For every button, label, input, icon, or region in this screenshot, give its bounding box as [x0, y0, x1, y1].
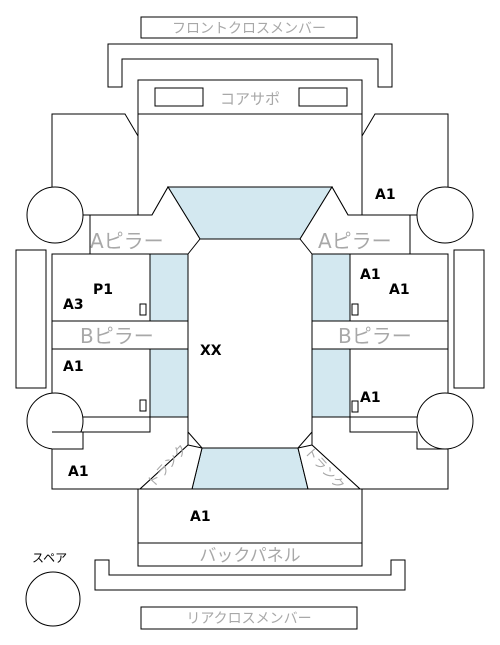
rear-cross-member-label: リアクロスメンバー — [186, 611, 311, 627]
code-rear-left-quarter: A1 — [68, 464, 89, 480]
core-support-label: コアサポ — [220, 90, 280, 108]
wheel-front-left — [26, 186, 84, 244]
trunk-lid — [137, 488, 363, 544]
code-front-left-a3: A3 — [63, 297, 84, 313]
rear-right-quarter — [311, 416, 449, 490]
front-cross-member-box — [140, 16, 358, 39]
front-right-door-handle — [351, 303, 359, 316]
spare-label: スペア — [32, 551, 67, 565]
code-front-right-door-b: A1 — [389, 282, 410, 298]
code-rear-right-door: A1 — [360, 390, 381, 406]
back-panel-label: バックパネル — [199, 546, 300, 566]
front-right-door — [349, 253, 449, 322]
b-pillar-right-label: Bピラー — [338, 324, 412, 348]
left-side-sill — [15, 249, 47, 389]
a-pillar-left-label: Aピラー — [90, 229, 164, 253]
code-front-right-door-a: A1 — [360, 267, 381, 283]
front-left-window — [149, 253, 189, 322]
wheel-rear-right — [416, 392, 474, 450]
front-cross-member-label: フロントクロスメンバー — [172, 21, 326, 37]
code-front-left-p1: P1 — [93, 282, 113, 298]
headlight-left — [154, 87, 204, 107]
front-bumper — [107, 43, 393, 88]
rear-left-quarter-fill — [51, 416, 189, 490]
rear-left-door-handle — [139, 399, 147, 412]
rear-bumper — [94, 559, 406, 591]
rear-right-window — [311, 348, 351, 418]
code-front-right-fender: A1 — [375, 187, 396, 203]
headlight-right — [298, 87, 348, 107]
rear-window — [191, 447, 309, 490]
code-rear-left-door: A1 — [63, 359, 84, 375]
front-right-window — [311, 253, 351, 322]
spare-tire — [25, 571, 81, 627]
rear-cross-member-box — [140, 606, 358, 630]
front-left-door-handle — [139, 303, 147, 316]
front-left-door — [51, 253, 151, 322]
rear-left-window — [149, 348, 189, 418]
code-roof: XX — [200, 343, 222, 359]
back-panel-box — [137, 542, 363, 567]
wheel-front-right — [416, 186, 474, 244]
rear-right-door-handle — [351, 400, 359, 413]
right-side-sill — [453, 249, 485, 389]
a-pillar-right-label: Aピラー — [318, 229, 392, 253]
b-pillar-left-label: Bピラー — [80, 324, 154, 348]
code-trunk-lid: A1 — [190, 509, 211, 525]
